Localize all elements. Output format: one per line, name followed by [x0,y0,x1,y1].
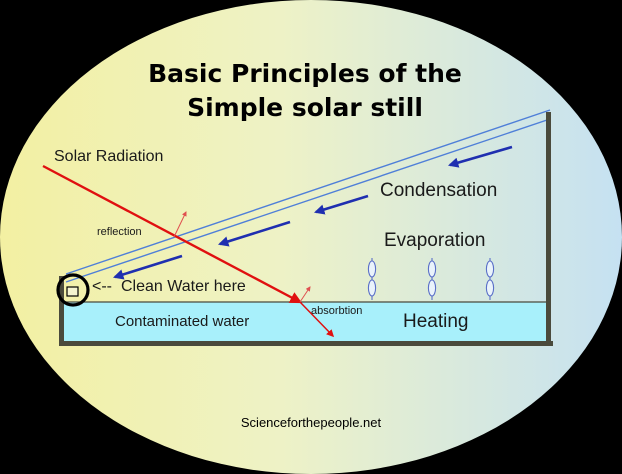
credit-text: Scienceforthepeople.net [241,415,382,430]
reflection-label: reflection [97,226,142,238]
absorbtion-label: absorbtion [311,305,362,317]
clean-water-highlight-circle [56,273,90,307]
glass-cover [65,109,551,283]
contaminated-water-label: Contaminated water [115,313,249,330]
evaporation-droplet [427,258,437,300]
title-line-2: Simple solar still [187,93,423,122]
condensation-label: Condensation [380,180,497,201]
evaporation-droplet [485,258,495,300]
absorbtion-reflection-arrow [299,286,311,303]
evaporation-droplet [367,258,377,300]
clean-water-label: Clean Water here [121,278,246,295]
solar-radiation-ray [42,164,303,304]
still-frame [59,112,553,346]
reflection-arrow [173,211,187,238]
evaporation-droplets [367,258,495,300]
condensation-flow-arrows [113,145,513,280]
evaporation-label: Evaporation [384,230,485,251]
heating-label: Heating [403,311,469,332]
water-basin [64,302,546,341]
refracted-ray [299,301,335,338]
clean-water-pointer: <-- [92,278,112,295]
title-line-1: Basic Principles of the [148,59,462,88]
solar-radiation-label: Solar Radiation [54,148,163,165]
clean-water-collector [66,286,79,297]
